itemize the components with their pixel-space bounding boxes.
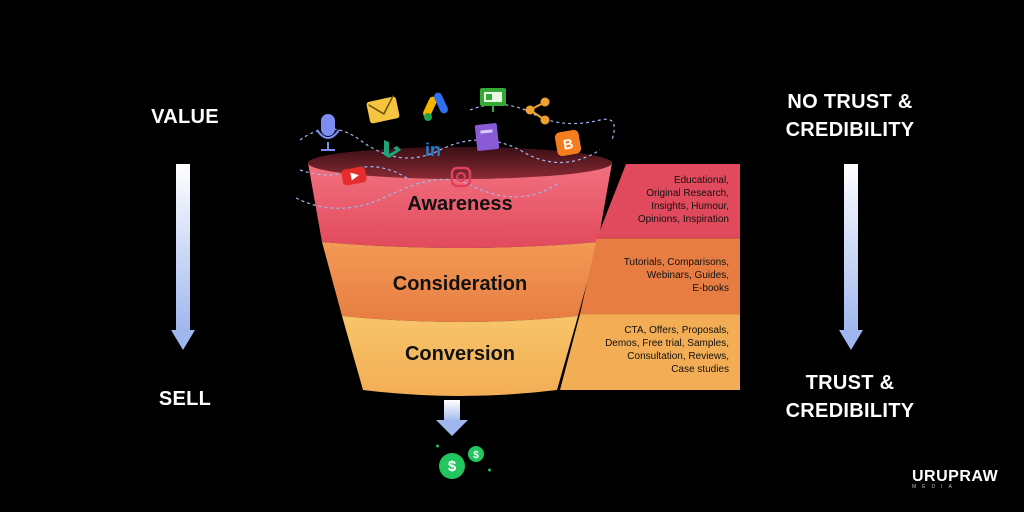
right-down-arrow (839, 164, 863, 350)
svg-text:B: B (562, 135, 575, 153)
svg-text:$: $ (473, 450, 479, 461)
funnel-output-arrow (436, 400, 468, 436)
no-trust-line-1: NO TRUST & (787, 91, 913, 113)
google-ads-icon (423, 92, 448, 121)
awareness-content-line: Original Research, (646, 188, 729, 199)
conversion-content-line: Consultation, Reviews, (627, 351, 729, 362)
presentation-icon (480, 88, 506, 112)
consideration-content-line: Webinars, Guides, (646, 270, 729, 281)
instagram-icon (450, 166, 472, 188)
blogger-icon: B (554, 129, 582, 157)
funnel-conversion-band (342, 316, 578, 396)
awareness-content-line: Opinions, Inspiration (637, 214, 729, 225)
consideration-content-line: E-books (692, 283, 729, 294)
microphone-icon (316, 114, 340, 151)
conversion-content-line: Demos, Free trial, Samples, (605, 338, 729, 349)
stage-conversion-label: Conversion (404, 343, 516, 365)
dollar-coin-icon: $ $ (436, 444, 491, 479)
no-trust-line-2: CREDIBILITY (785, 119, 915, 141)
trust-line-1: TRUST & (805, 372, 895, 394)
no-trust-label: NO TRUST & CREDIBILITY (770, 88, 930, 144)
sell-label: SELL (158, 388, 212, 410)
trust-label: TRUST & CREDIBILITY (770, 369, 930, 425)
conversion-content-line: CTA, Offers, Proposals, (624, 325, 729, 336)
awareness-content-line: Insights, Humour, (651, 201, 729, 212)
brand-mark: URUPRAW (912, 468, 999, 485)
linkedin-icon: in (425, 140, 441, 160)
mail-icon (366, 95, 400, 124)
book-icon (474, 123, 500, 151)
brand-sub: MEDIA (912, 484, 958, 490)
consideration-content: Tutorials, Comparisons, Webinars, Guides… (579, 256, 729, 295)
bing-icon (384, 140, 401, 158)
left-down-arrow (171, 164, 195, 350)
consideration-content-line: Tutorials, Comparisons, (623, 257, 729, 268)
share-icon (525, 97, 550, 125)
value-label: VALUE (151, 106, 219, 128)
funnel-awareness-band (308, 163, 612, 248)
trust-line-2: CREDIBILITY (785, 400, 915, 422)
content-panel (560, 164, 740, 390)
brand-logo: URUPRAW MEDIA (912, 468, 998, 490)
youtube-icon (341, 166, 367, 186)
funnel-consideration-band (322, 242, 598, 322)
stage-awareness-label: Awareness (407, 193, 513, 215)
awareness-content-line: Educational, (673, 175, 729, 186)
awareness-content: Educational, Original Research, Insights… (579, 174, 729, 226)
conversion-content: CTA, Offers, Proposals, Demos, Free tria… (579, 324, 729, 376)
svg-text:$: $ (448, 458, 457, 475)
stage-consideration-label: Consideration (392, 273, 528, 295)
svg-text:in: in (425, 140, 441, 160)
conversion-content-line: Case studies (671, 364, 729, 375)
